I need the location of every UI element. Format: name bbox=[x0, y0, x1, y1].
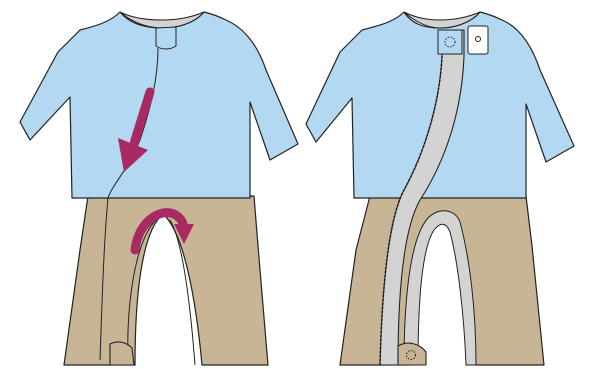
ankle-snap bbox=[398, 343, 426, 365]
open-sleepsuit bbox=[306, 12, 574, 365]
closed-sleepsuit bbox=[20, 12, 298, 365]
snap-socket bbox=[468, 26, 488, 54]
neck-tab bbox=[156, 27, 176, 49]
snap-button bbox=[438, 30, 462, 54]
pants bbox=[64, 196, 268, 365]
